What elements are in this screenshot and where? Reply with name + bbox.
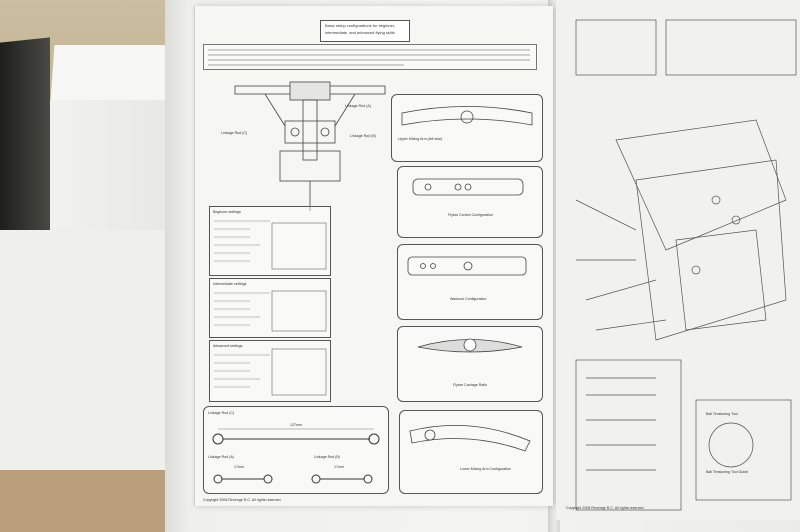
washout-drawing bbox=[407, 256, 527, 276]
linkage-rod-c-heading: Linkage Rod (C) bbox=[208, 411, 235, 415]
linkage-rod-b-heading: Linkage Rod (A) bbox=[208, 455, 234, 459]
intermediate-text-lines bbox=[214, 290, 327, 332]
rod-length-left: 17mm bbox=[234, 465, 244, 469]
title-line-2: intermediate, and advanced flying skills bbox=[325, 30, 395, 35]
left-page-footer: Copyright 2008 Revenge R.C. All rights r… bbox=[203, 498, 281, 502]
flybar-control-label: Flybar Control Configuration bbox=[448, 213, 493, 217]
rod-length-center: 127mm bbox=[290, 423, 302, 427]
lower-mixing-arm-label: Lower Mixing Arm Configuration bbox=[460, 467, 511, 471]
ball-tensioning-guide-label: Ball Tensioning Tool Guide bbox=[706, 470, 749, 474]
flybar-control-box: Flybar Control Configuration bbox=[397, 166, 543, 238]
intro-paragraph bbox=[203, 44, 537, 70]
right-page-footer: Copyright 2008 Revenge R.C. All rights r… bbox=[566, 506, 644, 510]
title-line-1: Basic setup configurations for beginner, bbox=[325, 23, 396, 28]
label-linkage-rod-c: Linkage Rod (C) bbox=[221, 131, 248, 135]
manual-left-page: Basic setup configurations for beginner,… bbox=[194, 6, 553, 506]
intermediate-settings-box: Intermediate settings bbox=[209, 278, 331, 338]
washout-box: Washout Configuration bbox=[397, 244, 543, 320]
linkage-rods-box: Linkage Rod (C) 127mm Linkage Rod (A) Li… bbox=[203, 406, 389, 494]
linkage-rods-drawing bbox=[212, 428, 380, 484]
lower-mixing-arm-box: Lower Mixing Arm Configuration bbox=[399, 410, 543, 494]
title-box: Basic setup configurations for beginner,… bbox=[320, 20, 410, 42]
foam-lower-left bbox=[0, 230, 170, 475]
label-linkage-rod-a: Linkage Rod (A) bbox=[345, 104, 371, 108]
intro-text-lines bbox=[208, 49, 530, 66]
flybar-control-drawing bbox=[412, 178, 524, 196]
advanced-settings-heading: Advanced settings bbox=[213, 344, 243, 348]
cardboard-bottom bbox=[0, 470, 180, 532]
rod-length-right: 17mm bbox=[334, 465, 344, 469]
box-divider bbox=[0, 37, 50, 263]
flybar-carriage-box: Flybar Carriage Ratio bbox=[397, 326, 543, 402]
intermediate-settings-heading: Intermediate settings bbox=[213, 282, 247, 286]
ball-tensioning-label: Ball Tensioning Tool bbox=[706, 412, 738, 416]
advanced-text-lines bbox=[214, 348, 327, 396]
rotor-head-drawing bbox=[234, 81, 386, 211]
mixing-arm-drawing bbox=[401, 106, 533, 126]
flybar-carriage-drawing bbox=[417, 338, 523, 353]
beginner-settings-box: Beginner settings bbox=[209, 206, 331, 276]
upper-mixing-arm-box: Upper Mixing Arm (left side) bbox=[391, 94, 543, 162]
upper-mixing-arm-label: Upper Mixing Arm (left side) bbox=[398, 137, 443, 141]
lower-mixing-arm-drawing bbox=[409, 425, 531, 452]
manual-right-page: Ball Tensioning Tool Ball Tensioning Too… bbox=[556, 0, 800, 520]
flybar-carriage-label: Flybar Carriage Ratio bbox=[453, 383, 488, 387]
label-linkage-rod-b: Linkage Rod (B) bbox=[350, 134, 376, 138]
washout-label: Washout Configuration bbox=[450, 297, 487, 301]
exploded-assembly-diagram bbox=[575, 19, 797, 511]
beginner-text-lines bbox=[214, 220, 327, 270]
advanced-settings-box: Advanced settings bbox=[209, 340, 331, 402]
beginner-settings-heading: Beginner settings bbox=[213, 210, 241, 214]
linkage-rod-a-heading: Linkage Rod (B) bbox=[314, 455, 340, 459]
